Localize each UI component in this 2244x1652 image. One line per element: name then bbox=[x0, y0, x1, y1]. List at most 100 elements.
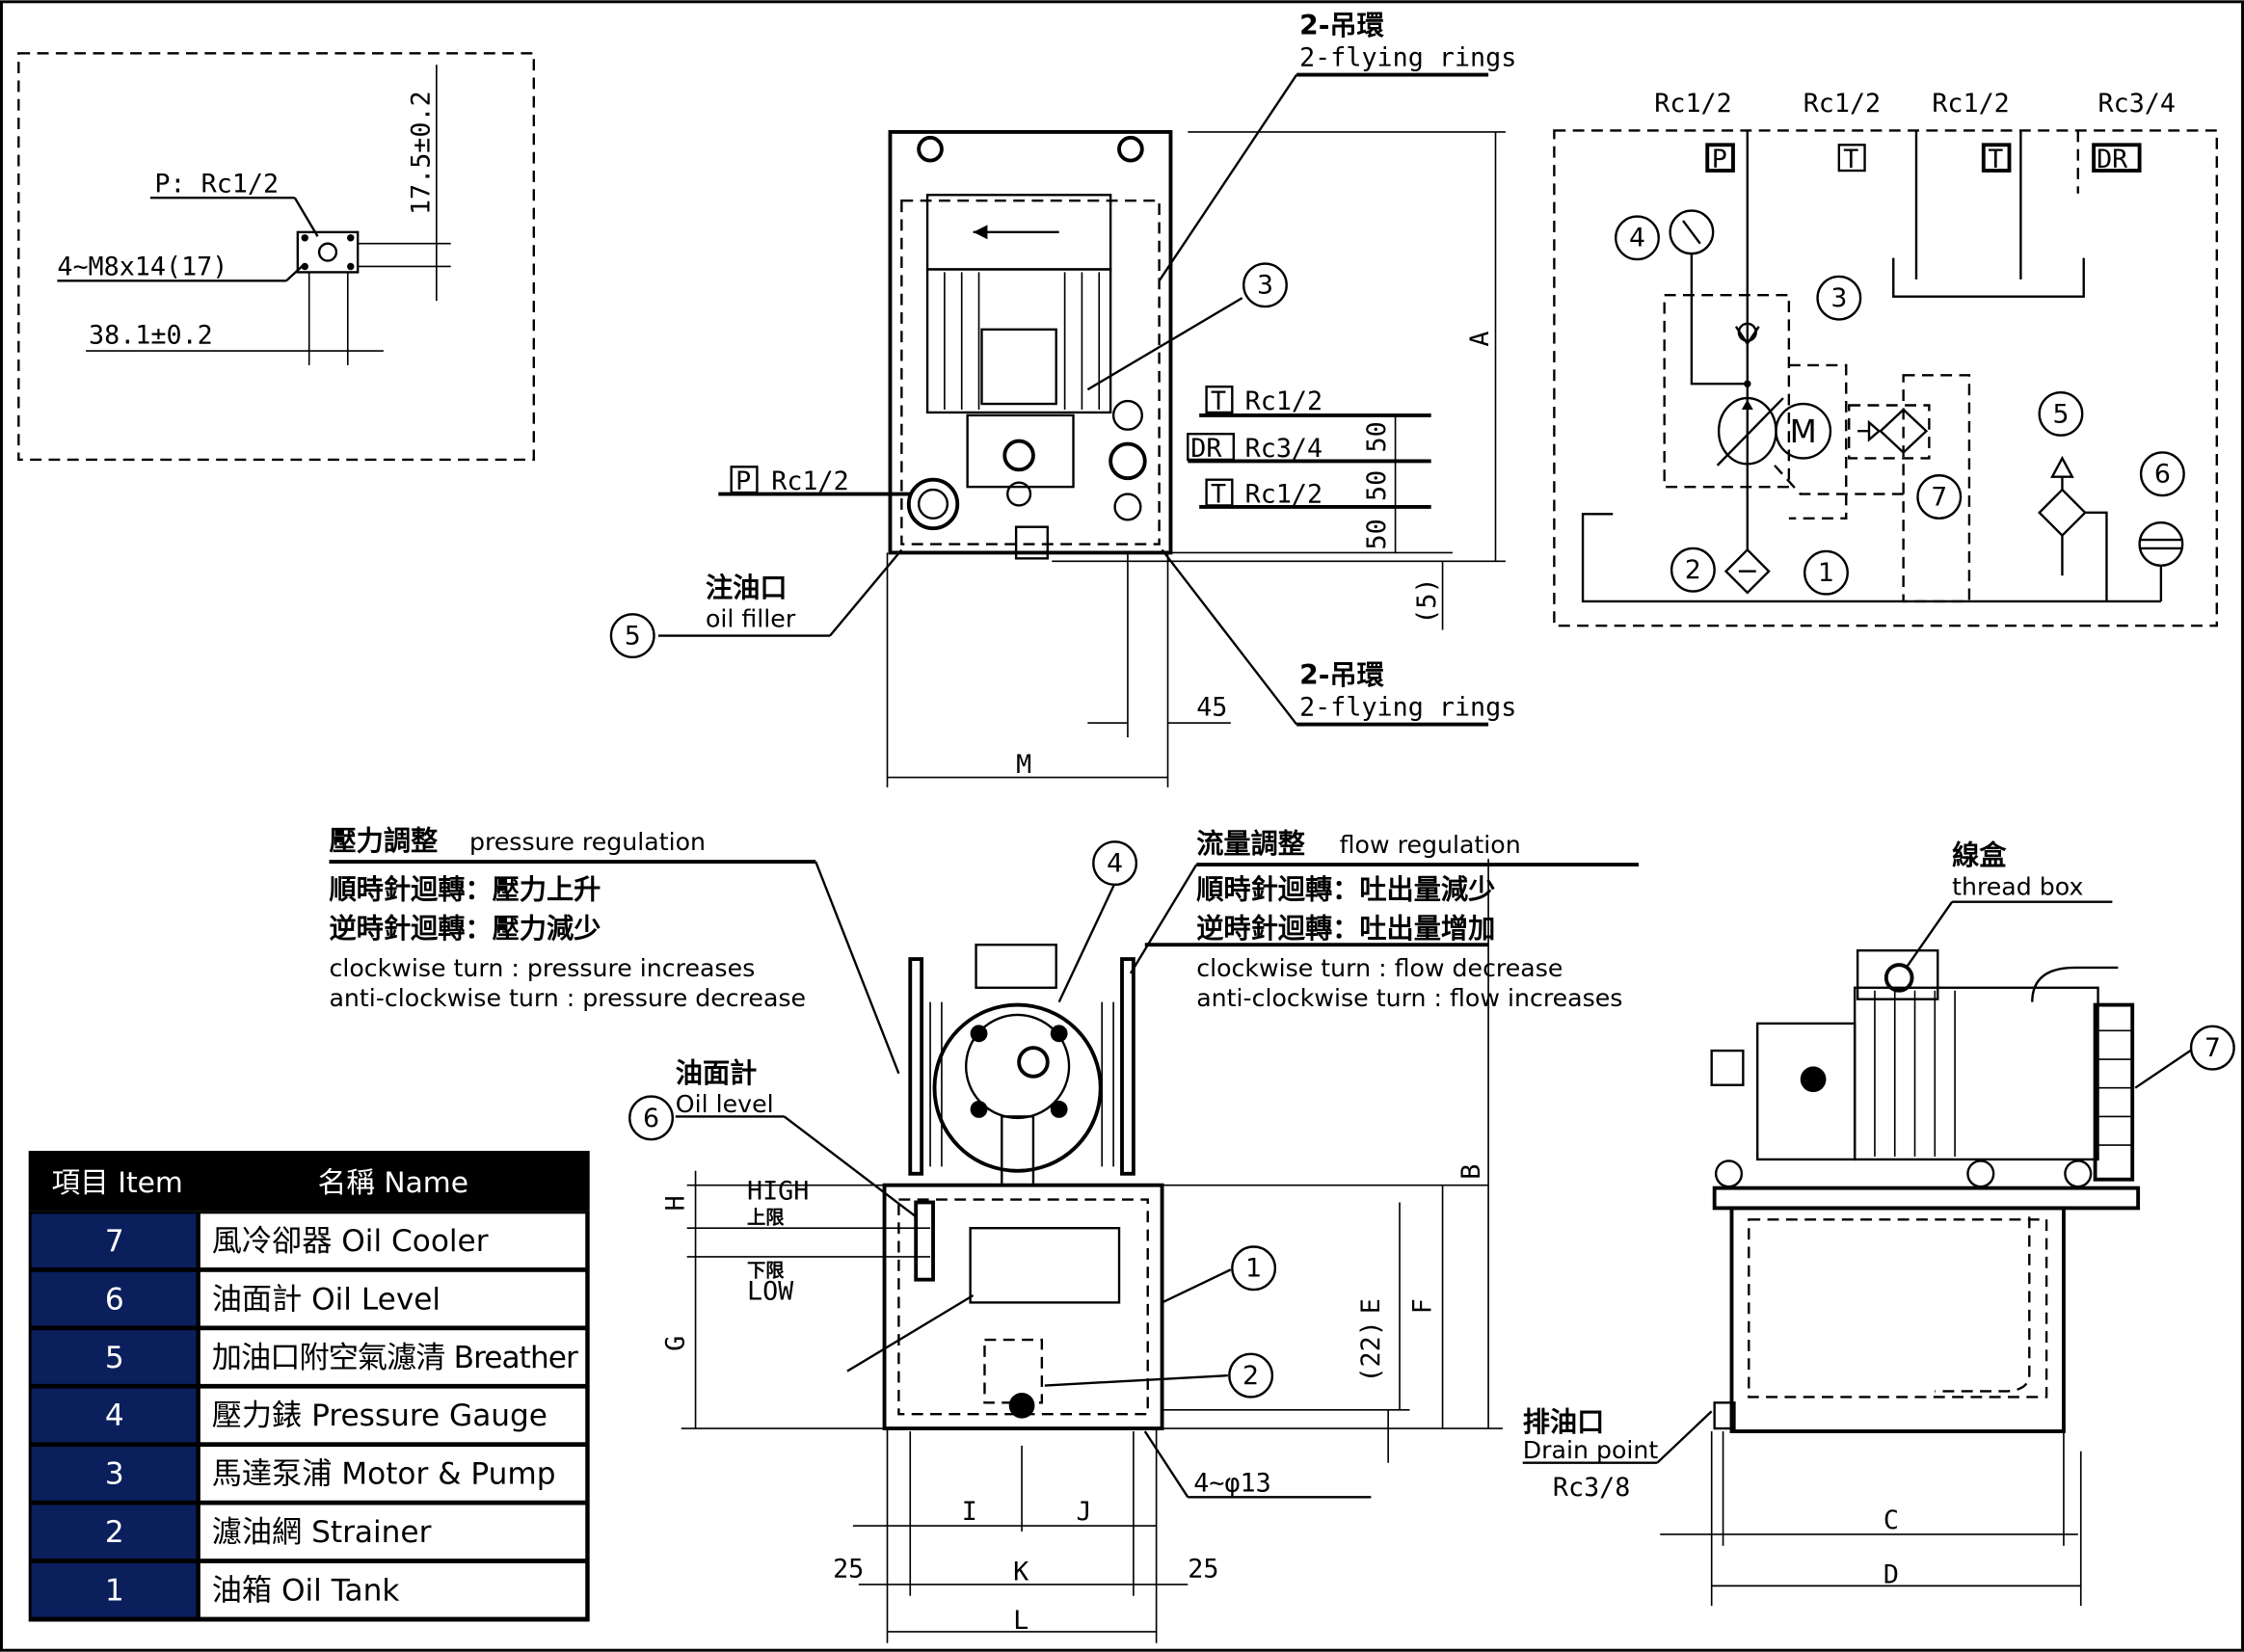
item-cell bbox=[31, 1505, 197, 1559]
dim-j: J bbox=[1076, 1497, 1091, 1527]
table-header-name: 名稱 Name bbox=[318, 1166, 468, 1200]
item-name: 加油口附空氣濾清 Breather bbox=[212, 1341, 578, 1375]
schematic-balloon-3: 3 bbox=[1816, 275, 1862, 321]
dim-l: L bbox=[1013, 1606, 1028, 1636]
port-t2-size: Rc1/2 bbox=[1245, 479, 1322, 509]
item-number: 5 bbox=[105, 1341, 124, 1375]
dim-50-b: 50 bbox=[1362, 470, 1392, 501]
item-cell bbox=[31, 1447, 197, 1501]
detail-tolerance-horizontal: 38.1±0.2 bbox=[89, 321, 213, 351]
dim-m: M bbox=[1016, 750, 1031, 780]
flying-rings-bottom-en: 2-flying rings bbox=[1299, 693, 1516, 723]
front-balloon-2: 2 bbox=[1228, 1352, 1274, 1399]
svg-text:3: 3 bbox=[1257, 271, 1273, 301]
dim-22: (22) bbox=[1356, 1320, 1386, 1382]
front-balloon-1: 1 bbox=[1231, 1245, 1277, 1292]
schematic-balloon-5: 5 bbox=[2038, 390, 2084, 437]
dim-a: A bbox=[1465, 332, 1495, 347]
schematic-balloon-4: 4 bbox=[1615, 215, 1660, 261]
front-balloon-4: 4 bbox=[1092, 840, 1138, 887]
drain-point-size: Rc3/8 bbox=[1553, 1473, 1630, 1503]
name-cell bbox=[200, 1213, 586, 1268]
side-balloon-7: 7 bbox=[2189, 1025, 2235, 1071]
svg-text:1: 1 bbox=[1818, 558, 1834, 588]
dim-d: D bbox=[1883, 1559, 1899, 1589]
name-cell bbox=[200, 1447, 586, 1501]
flow-cw-cn: 順時針迴轉：吐出量減少 bbox=[1196, 874, 1495, 906]
schematic-port-dr-size: Rc3/4 bbox=[2098, 89, 2176, 119]
item-number: 7 bbox=[105, 1224, 124, 1259]
motor-symbol-label: M bbox=[1790, 413, 1817, 450]
oil-level-en: Oil level bbox=[676, 1090, 774, 1118]
flow-ccw-cn: 逆時針迴轉：吐出量增加 bbox=[1196, 913, 1495, 945]
mounting-holes-label: 4~φ13 bbox=[1193, 1468, 1270, 1498]
drain-point-en: Drain point bbox=[1523, 1436, 1659, 1464]
svg-text:7: 7 bbox=[2204, 1033, 2221, 1063]
table-header-item: 項目 Item bbox=[51, 1166, 182, 1200]
dim-h: H bbox=[661, 1195, 691, 1211]
drain-point-cn: 排油口 bbox=[1523, 1406, 1605, 1438]
dim-45: 45 bbox=[1196, 693, 1227, 723]
flow-regulation-title-en: flow regulation bbox=[1340, 831, 1521, 859]
oil-filler-cn: 注油口 bbox=[706, 572, 788, 603]
detail-tolerance-vertical: 17.5±0.2 bbox=[406, 91, 436, 215]
level-high-cn: 上限 bbox=[747, 1207, 785, 1229]
hydraulic-schematic: Rc1/2 Rc1/2 Rc1/2 Rc3/4 P T T DR M 4 3 5… bbox=[1553, 89, 2218, 627]
dim-e: E bbox=[1356, 1298, 1386, 1314]
item-number: 3 bbox=[105, 1457, 124, 1492]
schematic-tag-t1: T bbox=[1843, 145, 1858, 174]
detail-port-label: P: Rc1/2 bbox=[154, 169, 279, 199]
dim-i: I bbox=[962, 1497, 977, 1527]
name-cell bbox=[200, 1271, 586, 1326]
flying-rings-top-en: 2-flying rings bbox=[1299, 43, 1516, 73]
dim-c: C bbox=[1883, 1505, 1899, 1535]
table-row: 3 馬達泵浦 Motor & Pump bbox=[31, 1447, 586, 1501]
svg-text:5: 5 bbox=[625, 621, 641, 651]
item-number: 6 bbox=[105, 1282, 124, 1317]
item-name: 馬達泵浦 Motor & Pump bbox=[212, 1457, 556, 1492]
svg-text:2: 2 bbox=[1242, 1361, 1259, 1391]
schematic-port-p-size: Rc1/2 bbox=[1654, 89, 1731, 119]
item-number: 1 bbox=[105, 1574, 124, 1609]
dim-5: (5) bbox=[1412, 577, 1442, 624]
port-t1-tag: T bbox=[1211, 386, 1226, 416]
schematic-balloon-1: 1 bbox=[1803, 549, 1849, 596]
port-dr-size: Rc3/4 bbox=[1245, 434, 1322, 464]
oil-level-cn: 油面計 bbox=[676, 1057, 758, 1089]
dim-25-right: 25 bbox=[1188, 1554, 1218, 1584]
level-low-en: LOW bbox=[747, 1276, 794, 1306]
svg-text:2: 2 bbox=[1685, 555, 1701, 585]
pressure-cw-en: clockwise turn : pressure increases bbox=[329, 954, 755, 982]
dim-50-a: 50 bbox=[1362, 421, 1392, 452]
name-cell bbox=[200, 1505, 586, 1559]
item-number: 4 bbox=[105, 1399, 124, 1433]
item-cell bbox=[31, 1271, 197, 1326]
svg-text:4: 4 bbox=[1629, 224, 1645, 253]
schematic-port-t1-size: Rc1/2 bbox=[1803, 89, 1881, 119]
schematic-tag-dr: DR bbox=[2097, 145, 2128, 174]
port-t2-tag: T bbox=[1211, 479, 1226, 509]
port-p-tag: P bbox=[735, 466, 751, 496]
pressure-ccw-en: anti-clockwise turn : pressure decrease bbox=[329, 984, 806, 1012]
schematic-port-t2-size: Rc1/2 bbox=[1932, 89, 2009, 119]
name-cell bbox=[200, 1562, 586, 1617]
pressure-regulation-title-cn: 壓力調整 bbox=[329, 825, 439, 857]
port-detail-view: 17.5±0.2 P: Rc1/2 4~M8x14(17) 38.1±0.2 bbox=[17, 52, 535, 462]
flow-regulation-title-cn: 流量調整 bbox=[1196, 828, 1306, 860]
front-view: 壓力調整 pressure regulation 順時針迴轉：壓力上升 逆時針迴… bbox=[329, 825, 1639, 1643]
svg-text:7: 7 bbox=[1931, 482, 1947, 512]
item-cell bbox=[31, 1388, 197, 1443]
flow-cw-en: clockwise turn : flow decrease bbox=[1196, 954, 1563, 982]
schematic-tag-t2: T bbox=[1988, 145, 2003, 174]
schematic-tag-p: P bbox=[1712, 145, 1727, 174]
pressure-regulation-title-en: pressure regulation bbox=[469, 828, 706, 856]
pressure-ccw-cn: 逆時針迴轉：壓力減少 bbox=[329, 913, 601, 945]
dim-b: B bbox=[1456, 1164, 1486, 1180]
balloon-3-top: 3 bbox=[1242, 262, 1288, 308]
table-row: 5 加油口附空氣濾清 Breather bbox=[31, 1330, 586, 1384]
